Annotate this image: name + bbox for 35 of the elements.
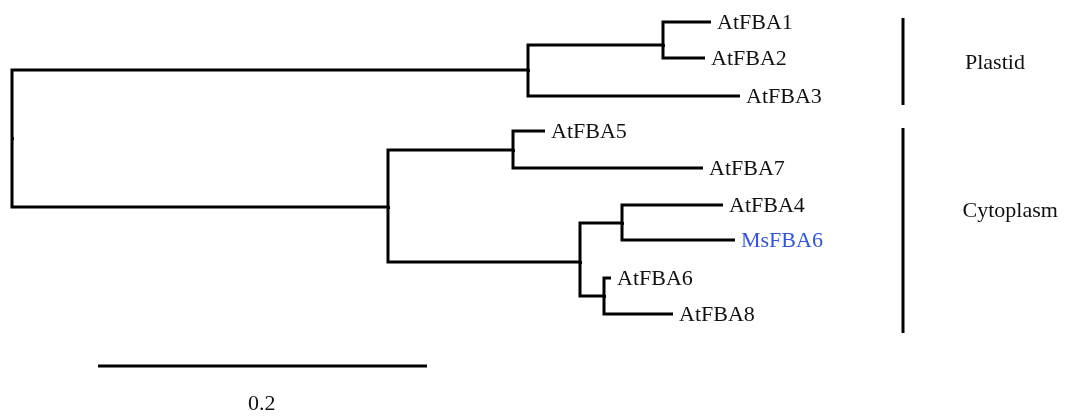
leaf-label: MsFBA6 — [735, 227, 823, 253]
leaf-label: AtFBA2 — [705, 45, 787, 71]
branch-point — [511, 148, 515, 152]
leaf-label: AtFBA7 — [703, 155, 785, 181]
tree-branch — [511, 129, 545, 150]
tree-branch — [578, 221, 622, 262]
scale-label: 0.2 — [248, 390, 276, 416]
tree-branch — [511, 150, 703, 170]
tree-branch — [526, 70, 740, 98]
branch-point — [661, 43, 665, 47]
tree-branch — [386, 207, 580, 264]
tree-branch — [602, 296, 673, 316]
tree-branch — [386, 148, 513, 207]
leaf-label: AtFBA8 — [673, 301, 755, 327]
leaf-label: AtFBA3 — [740, 83, 822, 109]
tree-branch — [578, 262, 604, 298]
group-label: Cytoplasm — [962, 197, 1058, 223]
tree-branch — [620, 223, 735, 242]
tree-branch — [10, 138, 388, 209]
leaf-label: AtFBA5 — [545, 118, 627, 144]
branch-point — [602, 294, 606, 298]
tree-branch — [10, 68, 528, 138]
leaf-label: AtFBA4 — [723, 192, 805, 218]
tree-branch — [602, 276, 611, 296]
branch-point — [386, 205, 390, 209]
branch-point — [578, 260, 582, 264]
branch-point — [620, 221, 624, 225]
tree-branch — [661, 20, 711, 45]
leaf-label: AtFBA1 — [711, 9, 793, 35]
group-label: Plastid — [965, 49, 1025, 75]
leaf-label: AtFBA6 — [611, 265, 693, 291]
branch-point — [526, 68, 530, 72]
tree-branch — [661, 45, 705, 60]
tree-branch — [526, 43, 663, 70]
tree-branch — [620, 203, 723, 223]
